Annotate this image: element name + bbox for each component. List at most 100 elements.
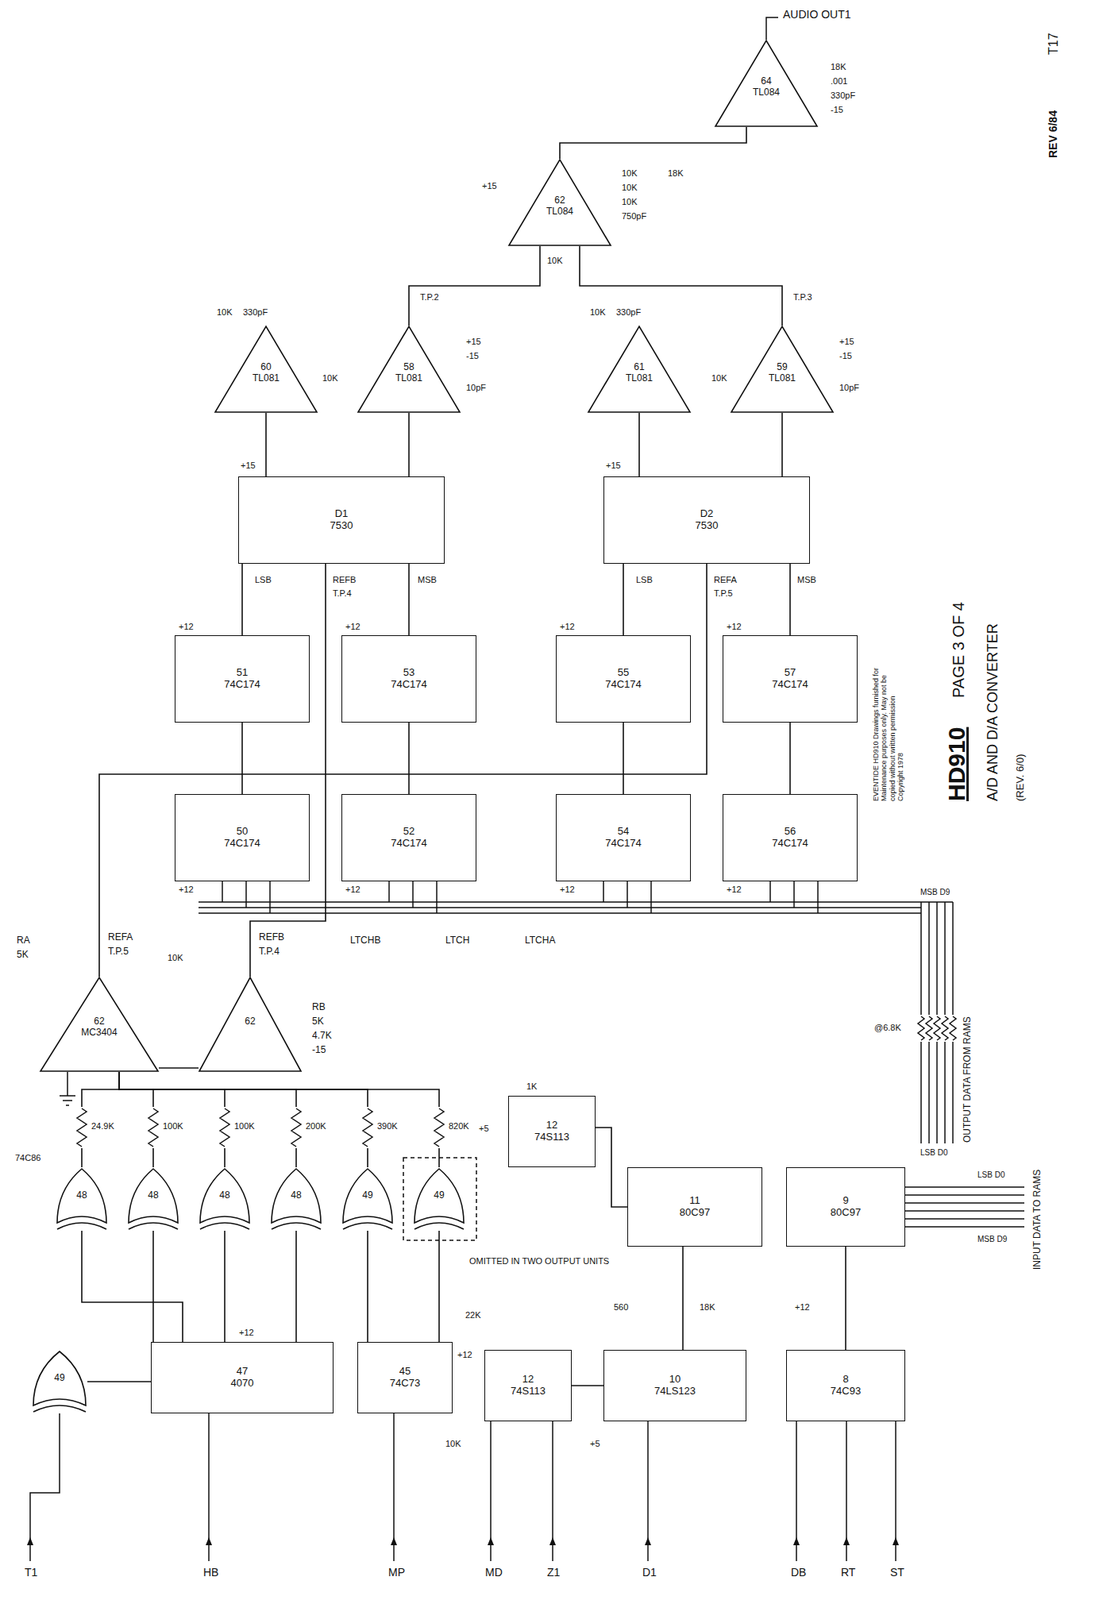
reference-designator: 47 [236,1365,248,1378]
resistor-value: 10K [620,168,639,179]
reference-designator: 8 [842,1373,849,1386]
xor-gate-body [33,1351,86,1406]
supply-voltage: +15 [838,336,856,348]
supply-voltage: +12 [344,884,362,895]
signal-wire [781,412,783,477]
supply-voltage: -15 [838,350,853,362]
bit-label: MSB [416,574,438,586]
supply-voltage: +12 [238,1327,255,1338]
part-number: 74C174 [390,837,428,850]
ic-chip: 1274S113 [508,1095,596,1168]
part-number: TL081 [625,373,653,385]
reference-designator: 48 [290,1190,301,1202]
supply-voltage: -15 [465,350,480,362]
op-amp-symbol: 61TL081 [587,325,691,413]
xor-gate-input-curve [128,1222,178,1230]
reference-designator: 58 [403,362,414,374]
signal-wire [789,722,791,795]
supply-voltage: +15 [481,181,498,192]
reference-designator: 60 [260,362,271,374]
supply-voltage: +15 [465,336,482,348]
xor-gate-symbol: 48 [127,1167,180,1231]
signal-wire [408,722,410,795]
resistor-value: 10K [215,307,234,318]
signal-name: HB [202,1565,220,1579]
part-number: 80C97 [679,1206,710,1219]
reference-designator: 62 [244,1016,255,1028]
capacitor-value: .001 [829,76,849,87]
sheet-number: T17 [1046,31,1061,56]
capacitor-value: 330pF [615,307,642,318]
signal-wire [366,1230,369,1342]
op-amp-triangle [731,326,833,413]
reference-designator: 49 [53,1372,65,1385]
supply-voltage: +12 [344,621,362,633]
signal-name: DB [790,1565,807,1579]
ic-chip: 980C97 [786,1167,906,1247]
part-number: 74LS123 [654,1385,696,1398]
reference-designator: 56 [784,825,796,838]
signal-wire [622,722,625,795]
supply-voltage: +12 [456,1349,474,1361]
supply-voltage: -15 [829,104,845,116]
signal-wire [265,412,267,477]
ic-chip: 874C93 [786,1349,906,1422]
title-label: A/D AND D/A CONVERTER [984,622,1002,802]
signal-wire [559,127,747,159]
xor-gate-body [271,1168,321,1223]
signal-wire [119,1071,440,1168]
resistor-value: 10K [620,196,639,208]
bit-label: MSB D9 [919,887,951,898]
op-amp-symbol: 62 [198,976,302,1072]
xor-gate-input-curve [33,1405,86,1412]
ic-chip: 1074LS123 [603,1349,747,1422]
signal-wire [408,563,410,636]
reference-designator: D1 [335,508,349,521]
resistor-value: 18K [829,61,848,73]
signal-wire [408,412,410,477]
ic-chip: 4574C73 [357,1341,453,1414]
signal-name: T1 [23,1565,39,1579]
part-number: 74C73 [389,1377,421,1390]
signal-wire [295,1230,297,1342]
signal-wire [81,1230,183,1342]
test-point: T.P.4 [331,588,353,599]
supply-voltage: +5 [589,1438,602,1450]
signal-wire [119,1071,225,1168]
latch-data-drop [222,881,818,914]
resistor-value: 10K [321,373,340,384]
op-amp-triangle [199,977,301,1072]
ic-chip: D17530 [238,476,445,564]
op-amp-triangle [215,326,317,413]
reference-designator: 51 [236,667,248,679]
revision-note: REV 6/84 [1046,109,1060,159]
part-number: 74C86 [14,1152,42,1164]
ic-chip: 5674C174 [722,794,858,882]
resistor-ground [916,1014,958,1042]
input-arrowhead [26,1537,899,1546]
signal-wire [438,1230,440,1342]
signal-wire [223,1230,226,1342]
signal-wire [87,1380,151,1383]
xor-gate-input-curve [343,1222,393,1230]
signal-name: D1 [641,1565,658,1579]
resistor-value: 390K [376,1121,399,1132]
title-label: PAGE 3 OF 4 [949,601,968,699]
resistor-value: 24.9K [90,1121,116,1132]
test-point: T.P.5 [107,946,130,958]
part-number: TL081 [252,373,280,385]
xor-gate-input-curve [271,1222,321,1230]
xor-gate-symbol: 49 [31,1349,88,1414]
test-point: T.P.5 [713,588,734,599]
reference-designator: 64 [760,76,772,88]
resistor-value: 100K [161,1121,185,1132]
reference-designator: 12 [546,1119,558,1132]
signal-wire [119,1071,368,1168]
ic-chip: 5574C174 [555,635,691,723]
capacitor-value: 10pF [465,382,487,394]
reference-designator: D2 [700,508,714,521]
resistor-value: 18K [698,1302,717,1313]
xor-gate-body [414,1168,464,1223]
signal-wire [682,1246,684,1350]
